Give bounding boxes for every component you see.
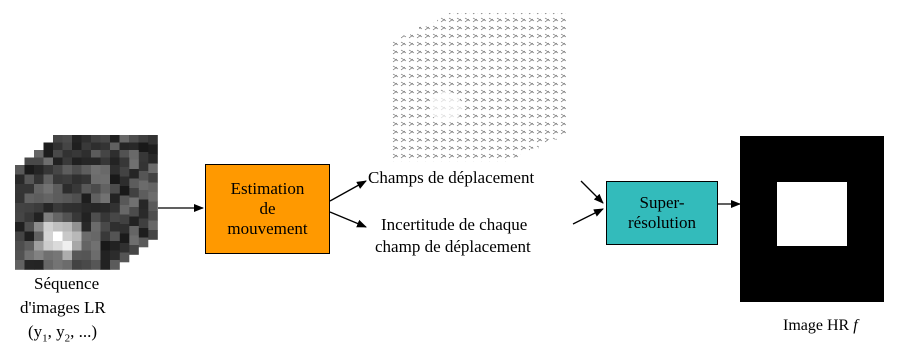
sr-box-line1: Super- xyxy=(639,193,685,212)
input-caption-line1: Séquence xyxy=(34,274,100,293)
motion-estimation-box: Estimation de mouvement xyxy=(205,164,330,254)
field-frame xyxy=(392,40,512,162)
uncertainty-label-line2: champ de déplacement xyxy=(375,237,531,256)
lr-frame xyxy=(15,165,120,270)
input-caption-line2: d'images LR xyxy=(20,298,106,317)
sr-box-line2: résolution xyxy=(628,213,696,232)
displacement-field-stack xyxy=(392,13,566,162)
uncertainty-label-line1: Incertitude de chaque xyxy=(381,215,528,234)
arrow-fields-to-sr xyxy=(580,180,604,204)
output-caption: Image HR f xyxy=(783,317,858,334)
motion-box-line3: mouvement xyxy=(227,219,308,238)
output-symbol: f xyxy=(853,317,858,334)
motion-box-line1: Estimation xyxy=(230,179,305,198)
hr-white-square xyxy=(777,182,847,246)
arrow-motion-to-fields xyxy=(329,180,367,202)
displacement-fields-label: Champs de déplacement xyxy=(368,168,535,187)
input-caption-line3: (y1, y2, ...) xyxy=(28,322,98,345)
motion-box-line2: de xyxy=(259,199,276,218)
arrow-motion-to-uncertainty xyxy=(329,211,367,228)
hr-image xyxy=(740,136,884,302)
lr-image-stack xyxy=(15,135,158,270)
super-resolution-box: Super- résolution xyxy=(606,181,718,245)
arrow-uncertainty-to-sr xyxy=(572,208,604,225)
